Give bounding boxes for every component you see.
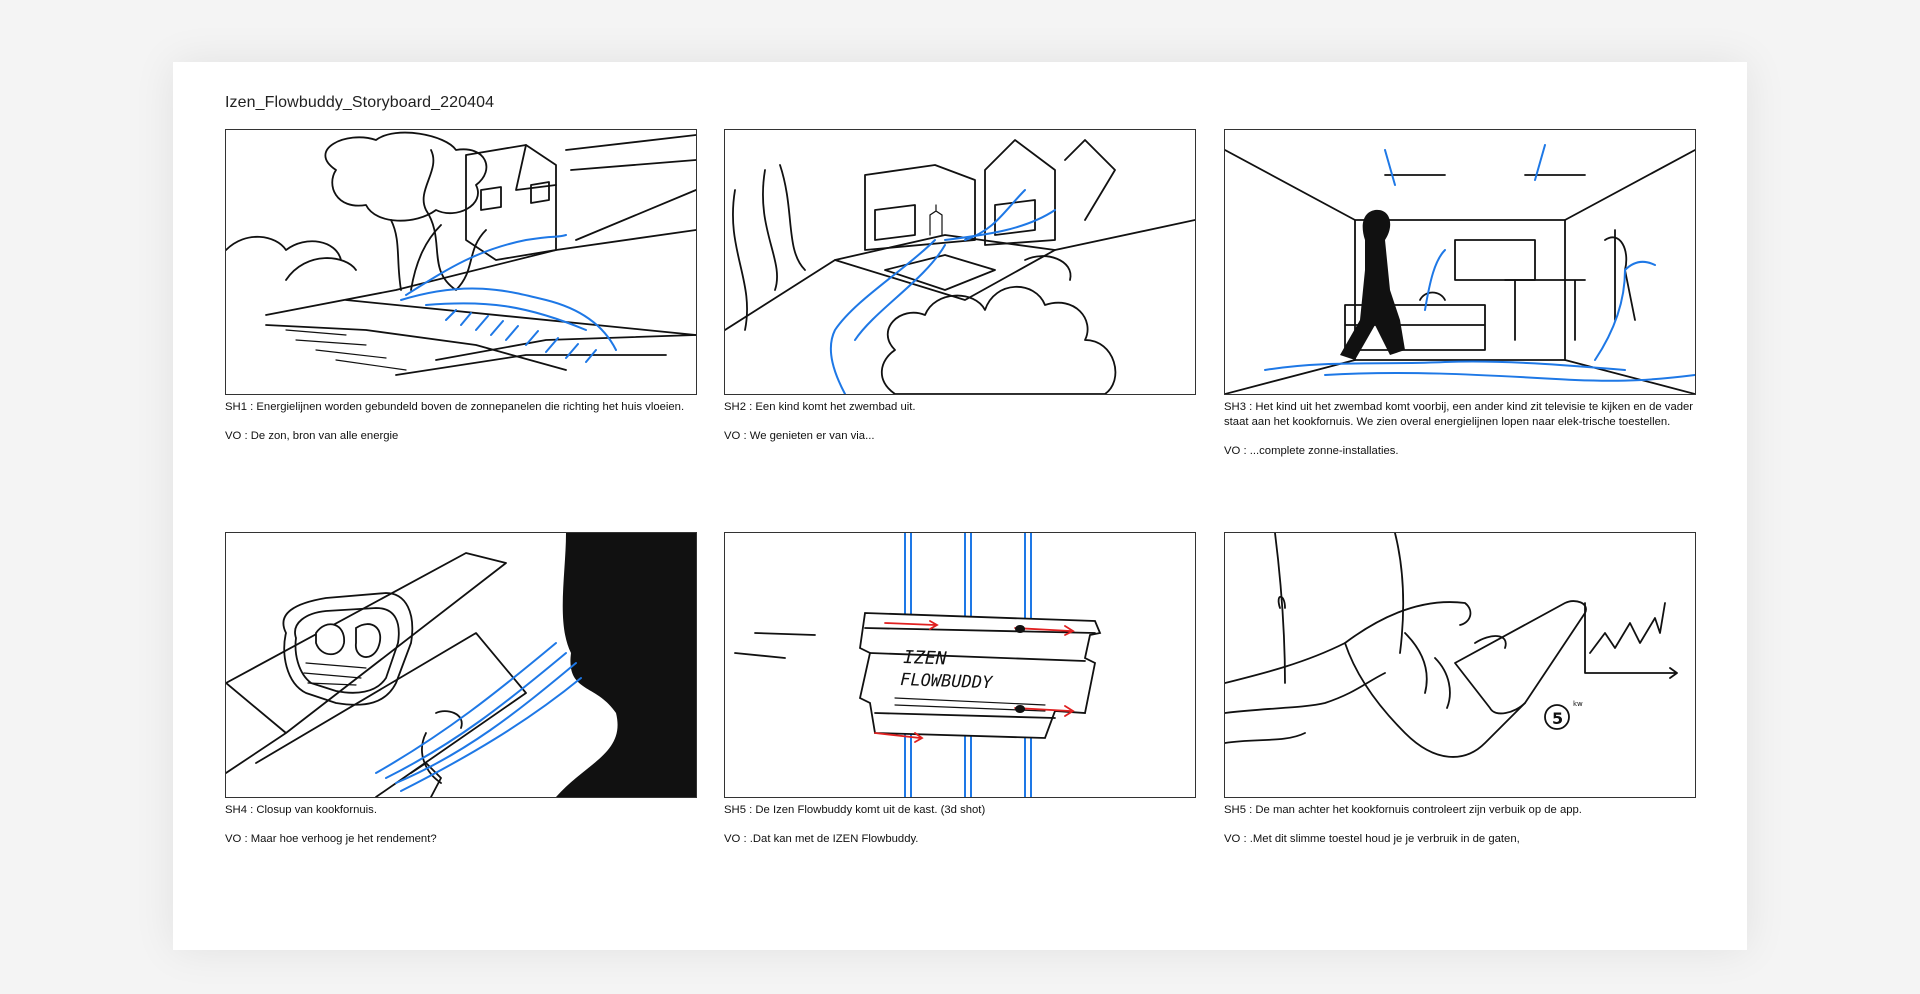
power-badge-value: 5	[1552, 709, 1563, 728]
panel-2-shot-text: SH2 : Een kind komt het zwembad uit.	[724, 401, 916, 413]
panel-3-shot-text: SH3 : Het kind uit het zwembad komt voor…	[1224, 401, 1694, 428]
panel-6-frame: 5 kw	[1224, 532, 1696, 798]
panel-3-caption: SH3 : Het kind uit het zwembad komt voor…	[1224, 400, 1694, 459]
storyboard-panel-5: IZEN FLOWBUDDY SH5 : De Izen Flowbuddy k…	[724, 532, 1196, 861]
device-label-flowbuddy: FLOWBUDDY	[900, 670, 995, 693]
panel-2-vo-text: VO : We genieten er van via...	[724, 430, 875, 442]
panel-6-shot-text: SH5 : De man achter het kookfornuis cont…	[1224, 804, 1582, 816]
panel-6-vo-text: VO : .Met dit slimme toestel houd je je …	[1224, 833, 1520, 845]
panel-1-shot-text: SH1 : Energielijnen worden gebundeld bov…	[225, 401, 685, 413]
panel-2-frame	[724, 129, 1196, 395]
solar-panels-house-sketch	[226, 131, 696, 376]
panel-5-vo-text: VO : .Dat kan met de IZEN Flowbuddy.	[724, 833, 919, 845]
phone-app-sketch: 5 kw	[1225, 533, 1678, 758]
cooktop-closeup-sketch	[226, 533, 696, 797]
storyboard-panel-4: SH4 : Closup van kookfornuis. VO : Maar …	[225, 532, 697, 861]
storyboard-sheet: Izen_Flowbuddy_Storyboard_220404	[173, 62, 1747, 950]
panel-1-caption: SH1 : Energielijnen worden gebundeld bov…	[225, 400, 695, 444]
flowbuddy-device-sketch: IZEN FLOWBUDDY	[734, 533, 1102, 797]
document-title: Izen_Flowbuddy_Storyboard_220404	[225, 94, 495, 111]
storyboard-panel-6: 5 kw SH5 : De man achter het kookfornuis…	[1224, 532, 1696, 861]
storyboard-panel-3: SH3 : Het kind uit het zwembad komt voor…	[1224, 129, 1696, 473]
panel-5-caption: SH5 : De Izen Flowbuddy komt uit de kast…	[724, 803, 1194, 847]
device-label-izen: IZEN	[903, 647, 947, 670]
panel-3-vo-text: VO : ...complete zonne-installaties.	[1224, 445, 1399, 457]
panel-3-frame	[1224, 129, 1696, 395]
panel-4-vo-text: VO : Maar hoe verhoog je het rendement?	[225, 833, 437, 845]
panel-1-vo-text: VO : De zon, bron van alle energie	[225, 430, 399, 442]
living-room-sketch	[1225, 144, 1695, 394]
panel-6-caption: SH5 : De man achter het kookfornuis cont…	[1224, 803, 1694, 847]
panel-2-caption: SH2 : Een kind komt het zwembad uit. VO …	[724, 400, 1194, 444]
panel-5-frame: IZEN FLOWBUDDY	[724, 532, 1196, 798]
panel-1-frame	[225, 129, 697, 395]
storyboard-panel-1: SH1 : Energielijnen worden gebundeld bov…	[225, 129, 697, 458]
power-badge-unit: kw	[1573, 700, 1583, 708]
panel-4-frame	[225, 532, 697, 798]
panel-5-shot-text: SH5 : De Izen Flowbuddy komt uit de kast…	[724, 804, 986, 816]
panel-4-shot-text: SH4 : Closup van kookfornuis.	[225, 804, 377, 816]
pool-house-sketch	[725, 139, 1195, 394]
storyboard-panel-2: SH2 : Een kind komt het zwembad uit. VO …	[724, 129, 1196, 458]
panel-4-caption: SH4 : Closup van kookfornuis. VO : Maar …	[225, 803, 695, 847]
